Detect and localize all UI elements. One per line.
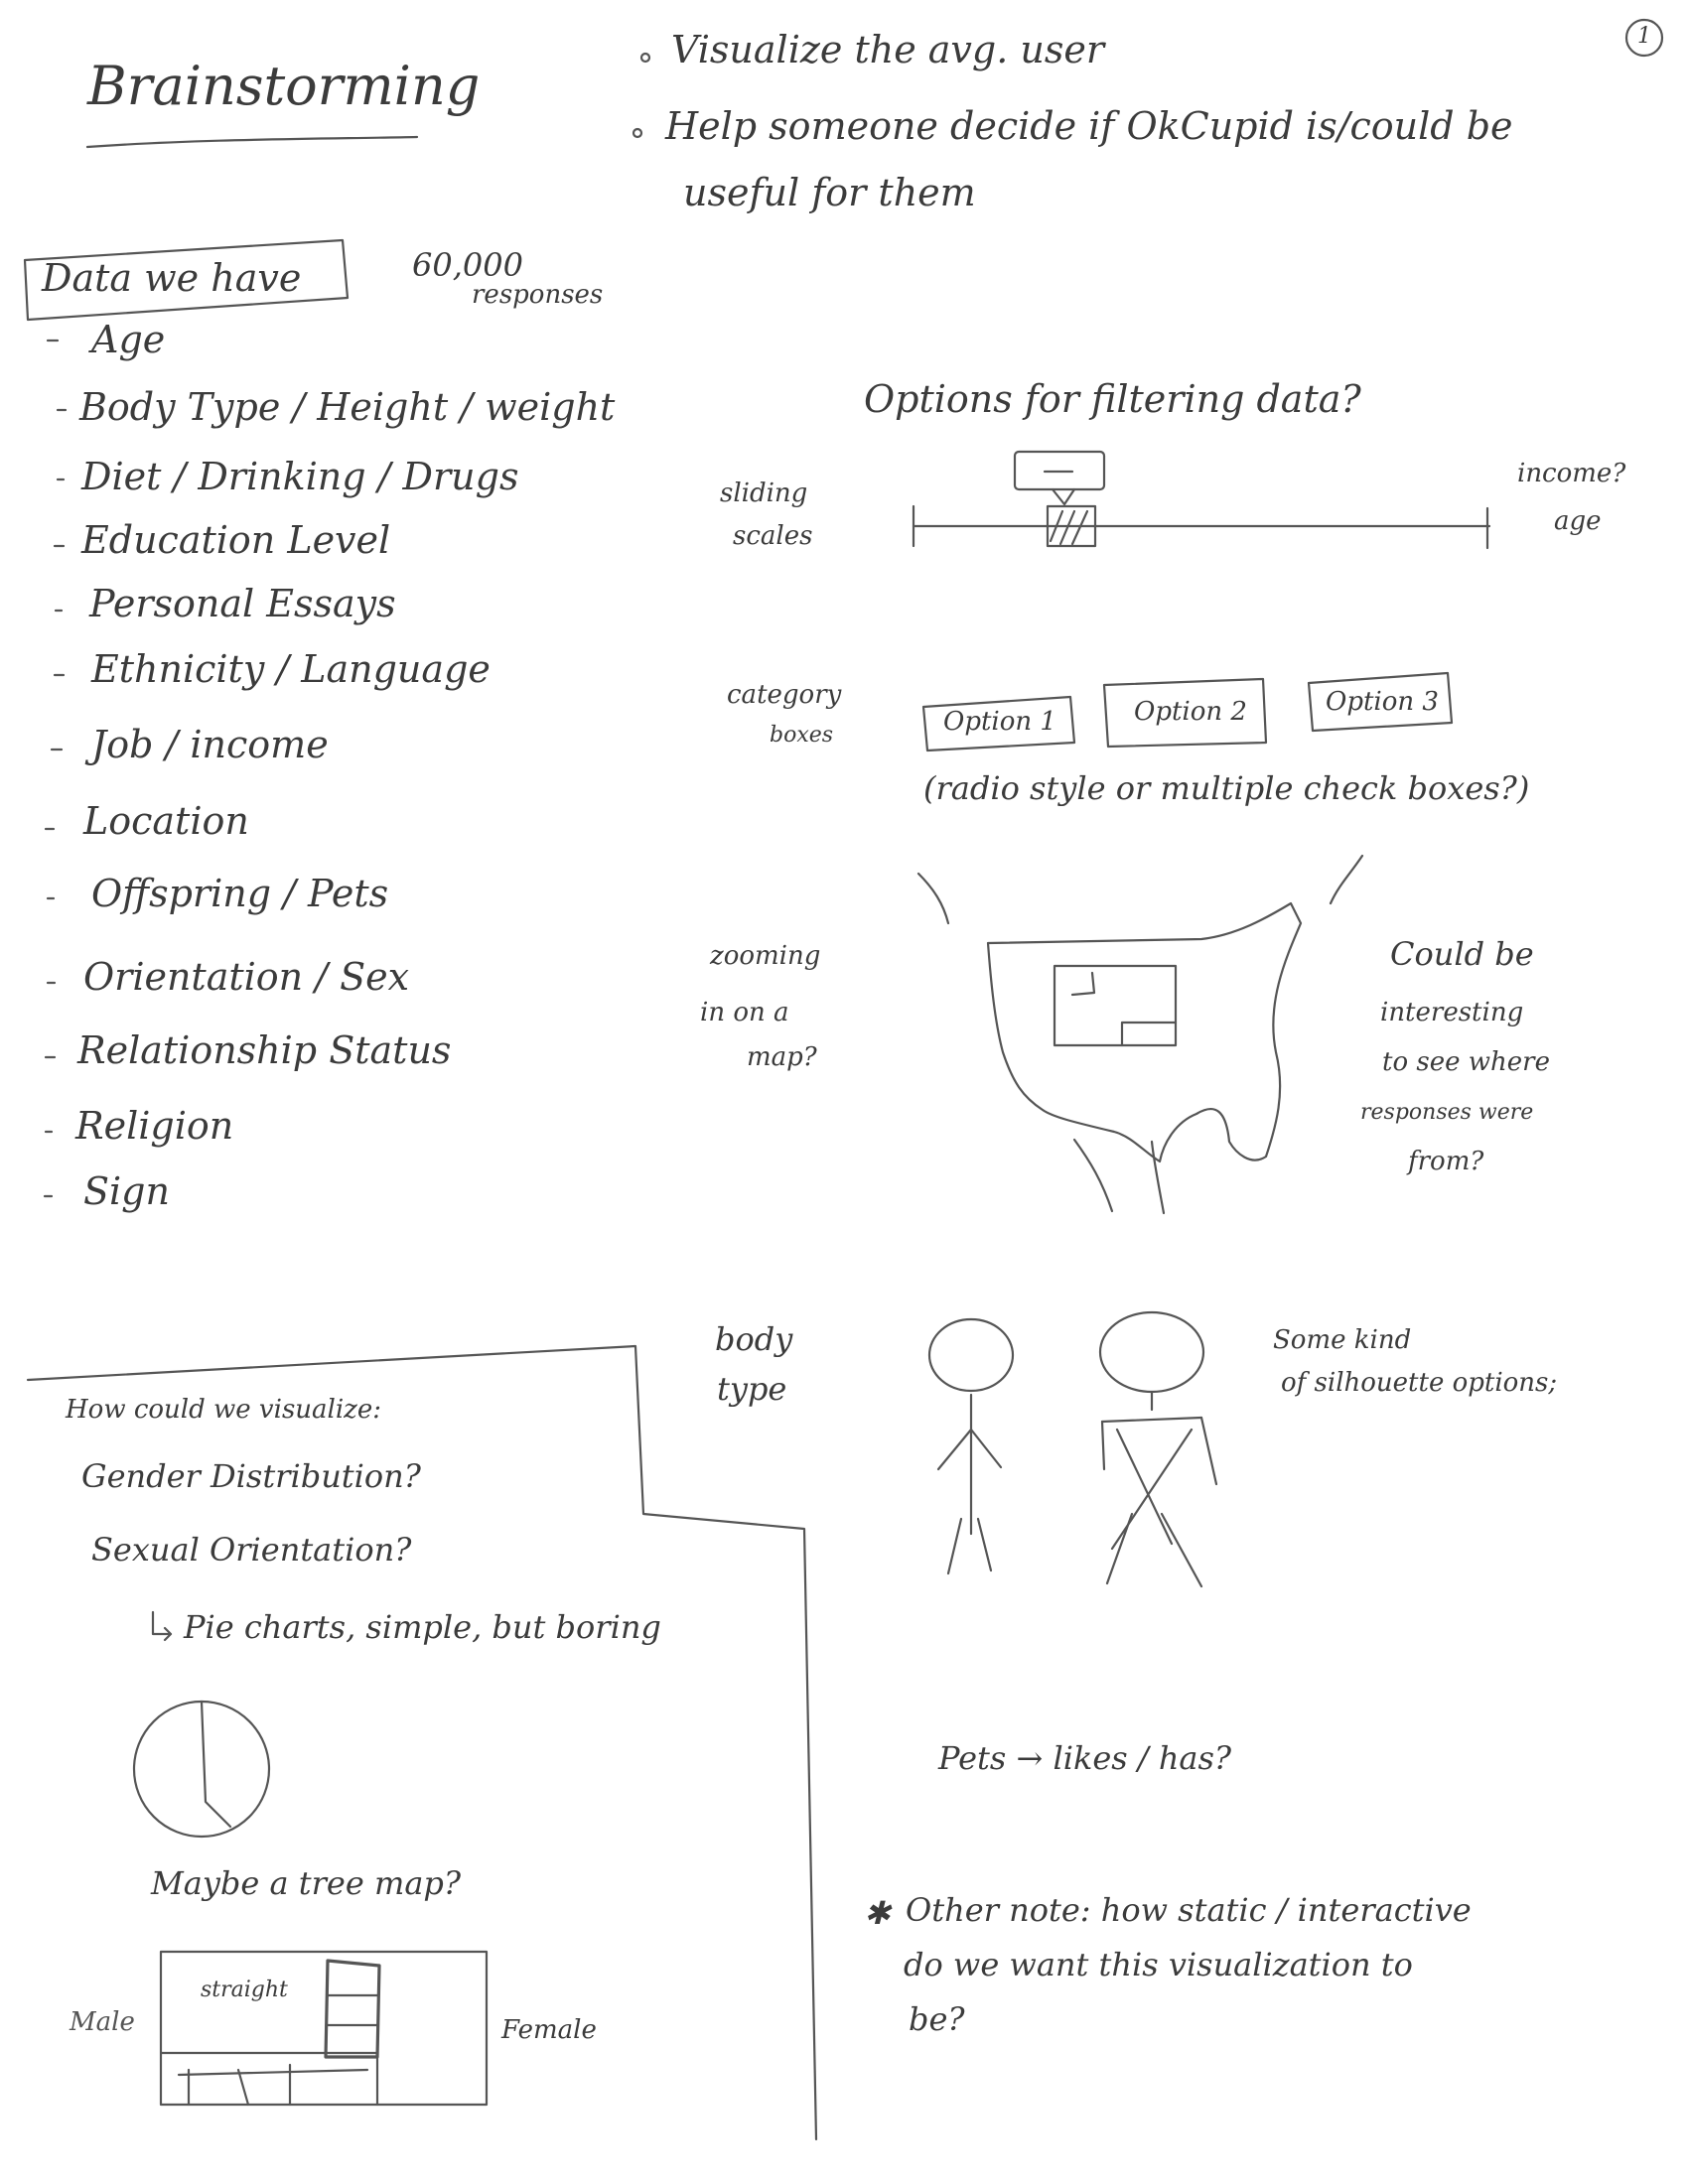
responses-count: 60,000	[412, 246, 523, 284]
responses-label: responses	[472, 280, 604, 310]
map-note-2: interesting	[1380, 998, 1524, 1027]
data-item-ethnicity: Ethnicity / Language	[91, 647, 491, 691]
filtering-heading: Options for filtering data?	[864, 377, 1361, 421]
option-box-1	[923, 697, 1074, 751]
option-box-3	[1309, 673, 1452, 731]
map-note-4: responses were	[1360, 1100, 1534, 1125]
visualize-item-gender: Gender Distribution?	[81, 1457, 421, 1495]
other-note-line-3: be?	[909, 2000, 965, 2038]
sliding-label-2: scales	[733, 521, 813, 551]
sliding-label-1: sliding	[720, 478, 808, 508]
goal-3: useful for them	[683, 171, 976, 214]
bullet-1	[641, 54, 649, 62]
slider-sketch	[914, 452, 1489, 548]
pets-note: Pets → likes / has?	[938, 1739, 1232, 1777]
data-item-religion: Religion	[75, 1104, 234, 1148]
map-label-3: map?	[747, 1042, 817, 1072]
data-item-essays: Personal Essays	[89, 582, 396, 625]
data-item-job: Job / income	[91, 723, 329, 766]
title-underline	[87, 137, 417, 147]
stick-figure-thin	[929, 1319, 1013, 1573]
other-note-line-1: Other note: how static / interactive	[906, 1891, 1472, 1929]
data-item-location: Location	[83, 799, 249, 843]
stick-figure-broad	[1100, 1312, 1216, 1586]
data-item-sign: Sign	[83, 1169, 170, 1213]
category-label-2: boxes	[770, 723, 834, 748]
body-type-label-1: body	[715, 1320, 793, 1358]
map-label-2: in on a	[700, 998, 789, 1027]
option-3-label: Option 3	[1326, 687, 1439, 717]
data-item-orientation: Orientation / Sex	[83, 955, 410, 999]
us-map-sketch	[918, 856, 1362, 1213]
category-note: (radio style or multiple check boxes?)	[923, 769, 1530, 807]
data-heading-box	[25, 240, 348, 320]
pie-note-arrow	[153, 1612, 171, 1640]
treemap-straight-label: straight	[201, 1978, 288, 2002]
visualize-heading: How could we visualize:	[66, 1395, 382, 1425]
option-2-label: Option 2	[1134, 697, 1247, 727]
data-item-age: Age	[91, 318, 166, 361]
map-note-1: Could be	[1390, 935, 1534, 973]
category-label-1: category	[727, 680, 842, 710]
data-item-relationship: Relationship Status	[77, 1028, 452, 1072]
bullet-2	[633, 129, 641, 137]
map-label-1: zooming	[710, 941, 821, 971]
body-note-1: Some kind	[1273, 1325, 1412, 1355]
slider-income-label: income?	[1517, 459, 1626, 488]
page-number: 1	[1637, 24, 1651, 49]
body-note-2: of silhouette options;	[1281, 1368, 1558, 1398]
goal-2: Help someone decide if OkCupid is/could …	[665, 104, 1513, 148]
list-dashes	[45, 341, 66, 1196]
data-item-offspring: Offspring / Pets	[91, 872, 389, 915]
treemap-sketch	[161, 1952, 487, 2105]
goal-1: Visualize the avg. user	[671, 28, 1104, 71]
data-heading: Data we have	[42, 256, 302, 300]
other-note-star: ✱	[864, 1894, 891, 1932]
treemap-female-label: Female	[501, 2015, 597, 2045]
body-type-label-2: type	[717, 1370, 787, 1408]
treemap-male-label: Male	[70, 2007, 135, 2037]
treemap-note: Maybe a tree map?	[151, 1864, 462, 1902]
option-1-label: Option 1	[943, 707, 1056, 737]
visualize-item-orientation: Sexual Orientation?	[91, 1531, 412, 1569]
data-item-education: Education Level	[81, 518, 391, 562]
data-item-diet: Diet / Drinking / Drugs	[81, 455, 519, 498]
map-note-5: from?	[1408, 1147, 1484, 1176]
other-note-line-2: do we want this visualization to	[904, 1946, 1413, 1983]
pie-note: Pie charts, simple, but boring	[184, 1608, 661, 1646]
map-note-3: to see where	[1382, 1047, 1550, 1077]
page-number-circle	[1626, 20, 1662, 56]
pie-chart-sketch	[134, 1702, 269, 1837]
option-box-2	[1104, 679, 1266, 747]
data-item-body: Body Type / Height / weight	[79, 385, 616, 429]
visualize-box-border	[28, 1346, 816, 2139]
page-title: Brainstorming	[87, 55, 481, 117]
slider-age-label: age	[1554, 506, 1602, 536]
